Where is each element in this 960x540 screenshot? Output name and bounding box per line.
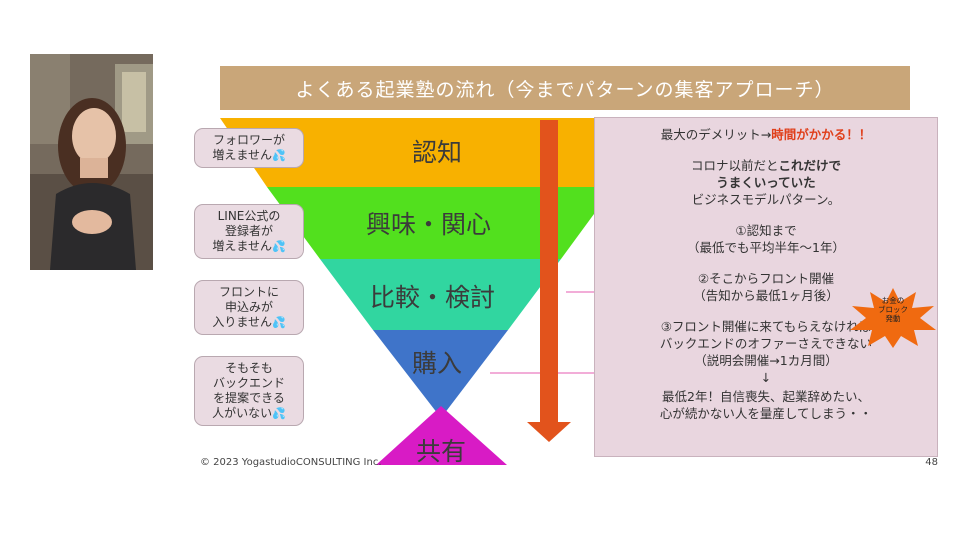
sweat-drop-icon: 💦 [272,407,286,420]
starburst-icon [850,288,936,348]
timeline-arrow-shaft [540,120,558,425]
stage-label-share: 共有 [416,437,467,466]
sweat-drop-icon: 💦 [271,316,286,329]
down-arrow-icon: ↓ [760,370,772,385]
presenter-video-frame [30,54,153,270]
slide-title: よくある起業塾の流れ（今までパターンの集客アプローチ） [220,66,910,110]
presentation-slide: よくある起業塾の流れ（今までパターンの集客アプローチ） 認知 興味・関心 比較・… [190,60,950,480]
info-headline: 最大のデメリット→時間がかかる！！ [660,127,872,142]
funnel-diagram [220,118,594,465]
funnel-stage-purchase [373,330,508,418]
copyright-footer: © 2023 YogastudioCONSULTING Inc. [200,457,382,468]
funnel-stage-share [376,406,507,465]
info-step-3: ③フロント開催に来てもらえなければ バックエンドのオファーさえできない （説明会… [659,319,873,385]
stage-label-purchase: 購入 [412,349,463,378]
funnel-stage-interest [267,187,594,259]
highlight-text: 時間がかかる！！ [771,127,872,142]
sweat-drop-icon: 💦 [271,149,286,162]
sweat-drop-icon: 💦 [271,240,286,253]
info-intro: コロナ以前だとこれだけで うまくいっていた ビジネスモデルパターン。 [690,158,842,207]
webcam-video [30,54,153,270]
funnel-stage-awareness [220,118,594,187]
bubble-backend-proposal: そもそも バックエンド を提案できる 人がいない💦 [194,356,304,426]
stage-label-comparison: 比較・検討 [370,283,496,312]
burst-label: お金の ブロック 発動 [878,296,908,323]
info-conclusion: 最低2年！自信喪失、起業辞めたい、 心が続かない人を量産してしまう・・ [659,389,873,421]
bubble-text: そもそも バックエンド を提案できる 人がいない [212,361,285,420]
timeline-arrow-head [527,422,571,442]
info-panel: 最大のデメリット→時間がかかる！！ コロナ以前だとこれだけで うまくいっていた … [594,117,938,457]
funnel-stage-comparison [320,259,561,330]
stage-label-interest: 興味・関心 [366,210,492,239]
stage-label-awareness: 認知 [412,138,463,167]
info-step-1: ①認知まで （最低でも平均半年〜1年） [687,223,845,255]
info-step-2: ②そこからフロント開催 （告知から最低1ヶ月後） [693,271,839,303]
bubble-text: フロントに 申込みが 入りません [212,285,279,329]
bubble-followers: フォロワーが 増えません💦 [194,128,304,168]
page-number: 48 [925,457,938,468]
bubble-front-applications: フロントに 申込みが 入りません💦 [194,280,304,335]
bubble-text: フォロワーが 増えません [212,133,285,162]
bubble-text: LINE公式の 登録者が 増えません [212,209,281,253]
bubble-line-registrants: LINE公式の 登録者が 増えません💦 [194,204,304,259]
